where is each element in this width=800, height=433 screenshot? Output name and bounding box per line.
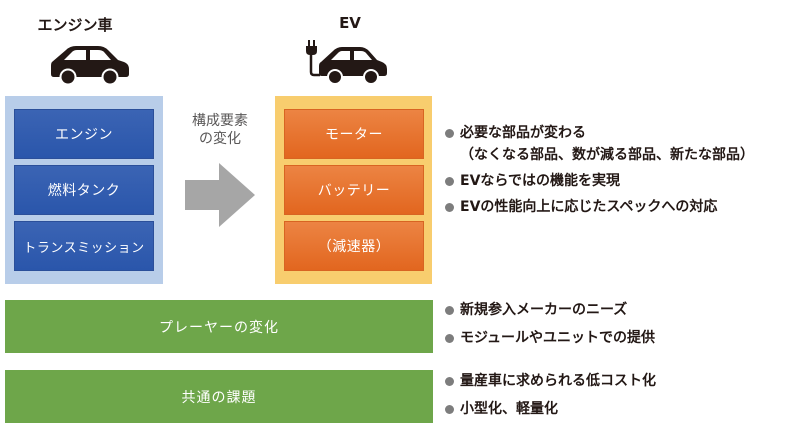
player-change-points: 新規参入メーカーのニーズ モジュールやユニットでの提供 — [445, 299, 655, 349]
bullet-dot — [445, 203, 454, 212]
bullet-dot — [445, 306, 454, 315]
ev-title: EV — [339, 14, 361, 32]
bullet-dot — [445, 405, 454, 414]
bullet-dot — [445, 129, 454, 138]
point-text: EVの性能向上に応じたスペックへの対応 — [460, 199, 718, 215]
point-text: モジュールやユニットでの提供 — [460, 330, 656, 346]
list-item: 新規参入メーカーのニーズ — [445, 299, 655, 321]
player-change-bar: プレーヤーの変化 — [5, 300, 433, 353]
list-item: EVならではの機能を実現 — [445, 170, 754, 192]
list-item: EVの性能向上に応じたスペックへの対応 — [445, 196, 754, 218]
transition-label-line2: の変化 — [199, 131, 241, 147]
transition-label: 構成要素 の変化 — [170, 112, 270, 148]
component-motor: モーター — [284, 109, 424, 159]
point-subtext: （なくなる部品、数が減る部品、新たな部品） — [460, 147, 754, 163]
engine-components-panel: エンジン 燃料タンク トランスミッション — [5, 96, 163, 284]
point-text: 新規参入メーカーのニーズ — [460, 302, 628, 318]
right-arrow-icon — [185, 163, 255, 227]
transition-label-line1: 構成要素 — [192, 113, 248, 129]
component-reducer: （減速器） — [284, 221, 424, 271]
common-issues-points: 量産車に求められる低コスト化 小型化、軽量化 — [445, 370, 656, 420]
bullet-dot — [445, 334, 454, 343]
list-item: モジュールやユニットでの提供 — [445, 327, 655, 349]
point-text: 小型化、軽量化 — [460, 401, 558, 417]
component-transmission: トランスミッション — [14, 221, 154, 271]
ev-components-panel: モーター バッテリー （減速器） — [275, 96, 432, 284]
list-item: 小型化、軽量化 — [445, 398, 656, 420]
car-icon — [51, 46, 129, 86]
list-item: 必要な部品が変わる — [445, 122, 754, 144]
list-item: 量産車に求められる低コスト化 — [445, 370, 656, 392]
point-text: EVならではの機能を実現 — [460, 173, 620, 189]
point-text: 必要な部品が変わる — [460, 125, 586, 141]
component-fuel-tank: 燃料タンク — [14, 165, 154, 215]
bullet-dot — [445, 377, 454, 386]
component-engine: エンジン — [14, 109, 154, 159]
electric-car-icon — [306, 40, 387, 85]
component-points-list: 必要な部品が変わる （なくなる部品、数が減る部品、新たな部品） EVならではの機… — [445, 122, 754, 218]
engine-car-title: エンジン車 — [37, 16, 113, 34]
point-text: 量産車に求められる低コスト化 — [460, 373, 656, 389]
component-battery: バッテリー — [284, 165, 424, 215]
bullet-dot — [445, 177, 454, 186]
common-issues-bar: 共通の課題 — [5, 370, 433, 423]
